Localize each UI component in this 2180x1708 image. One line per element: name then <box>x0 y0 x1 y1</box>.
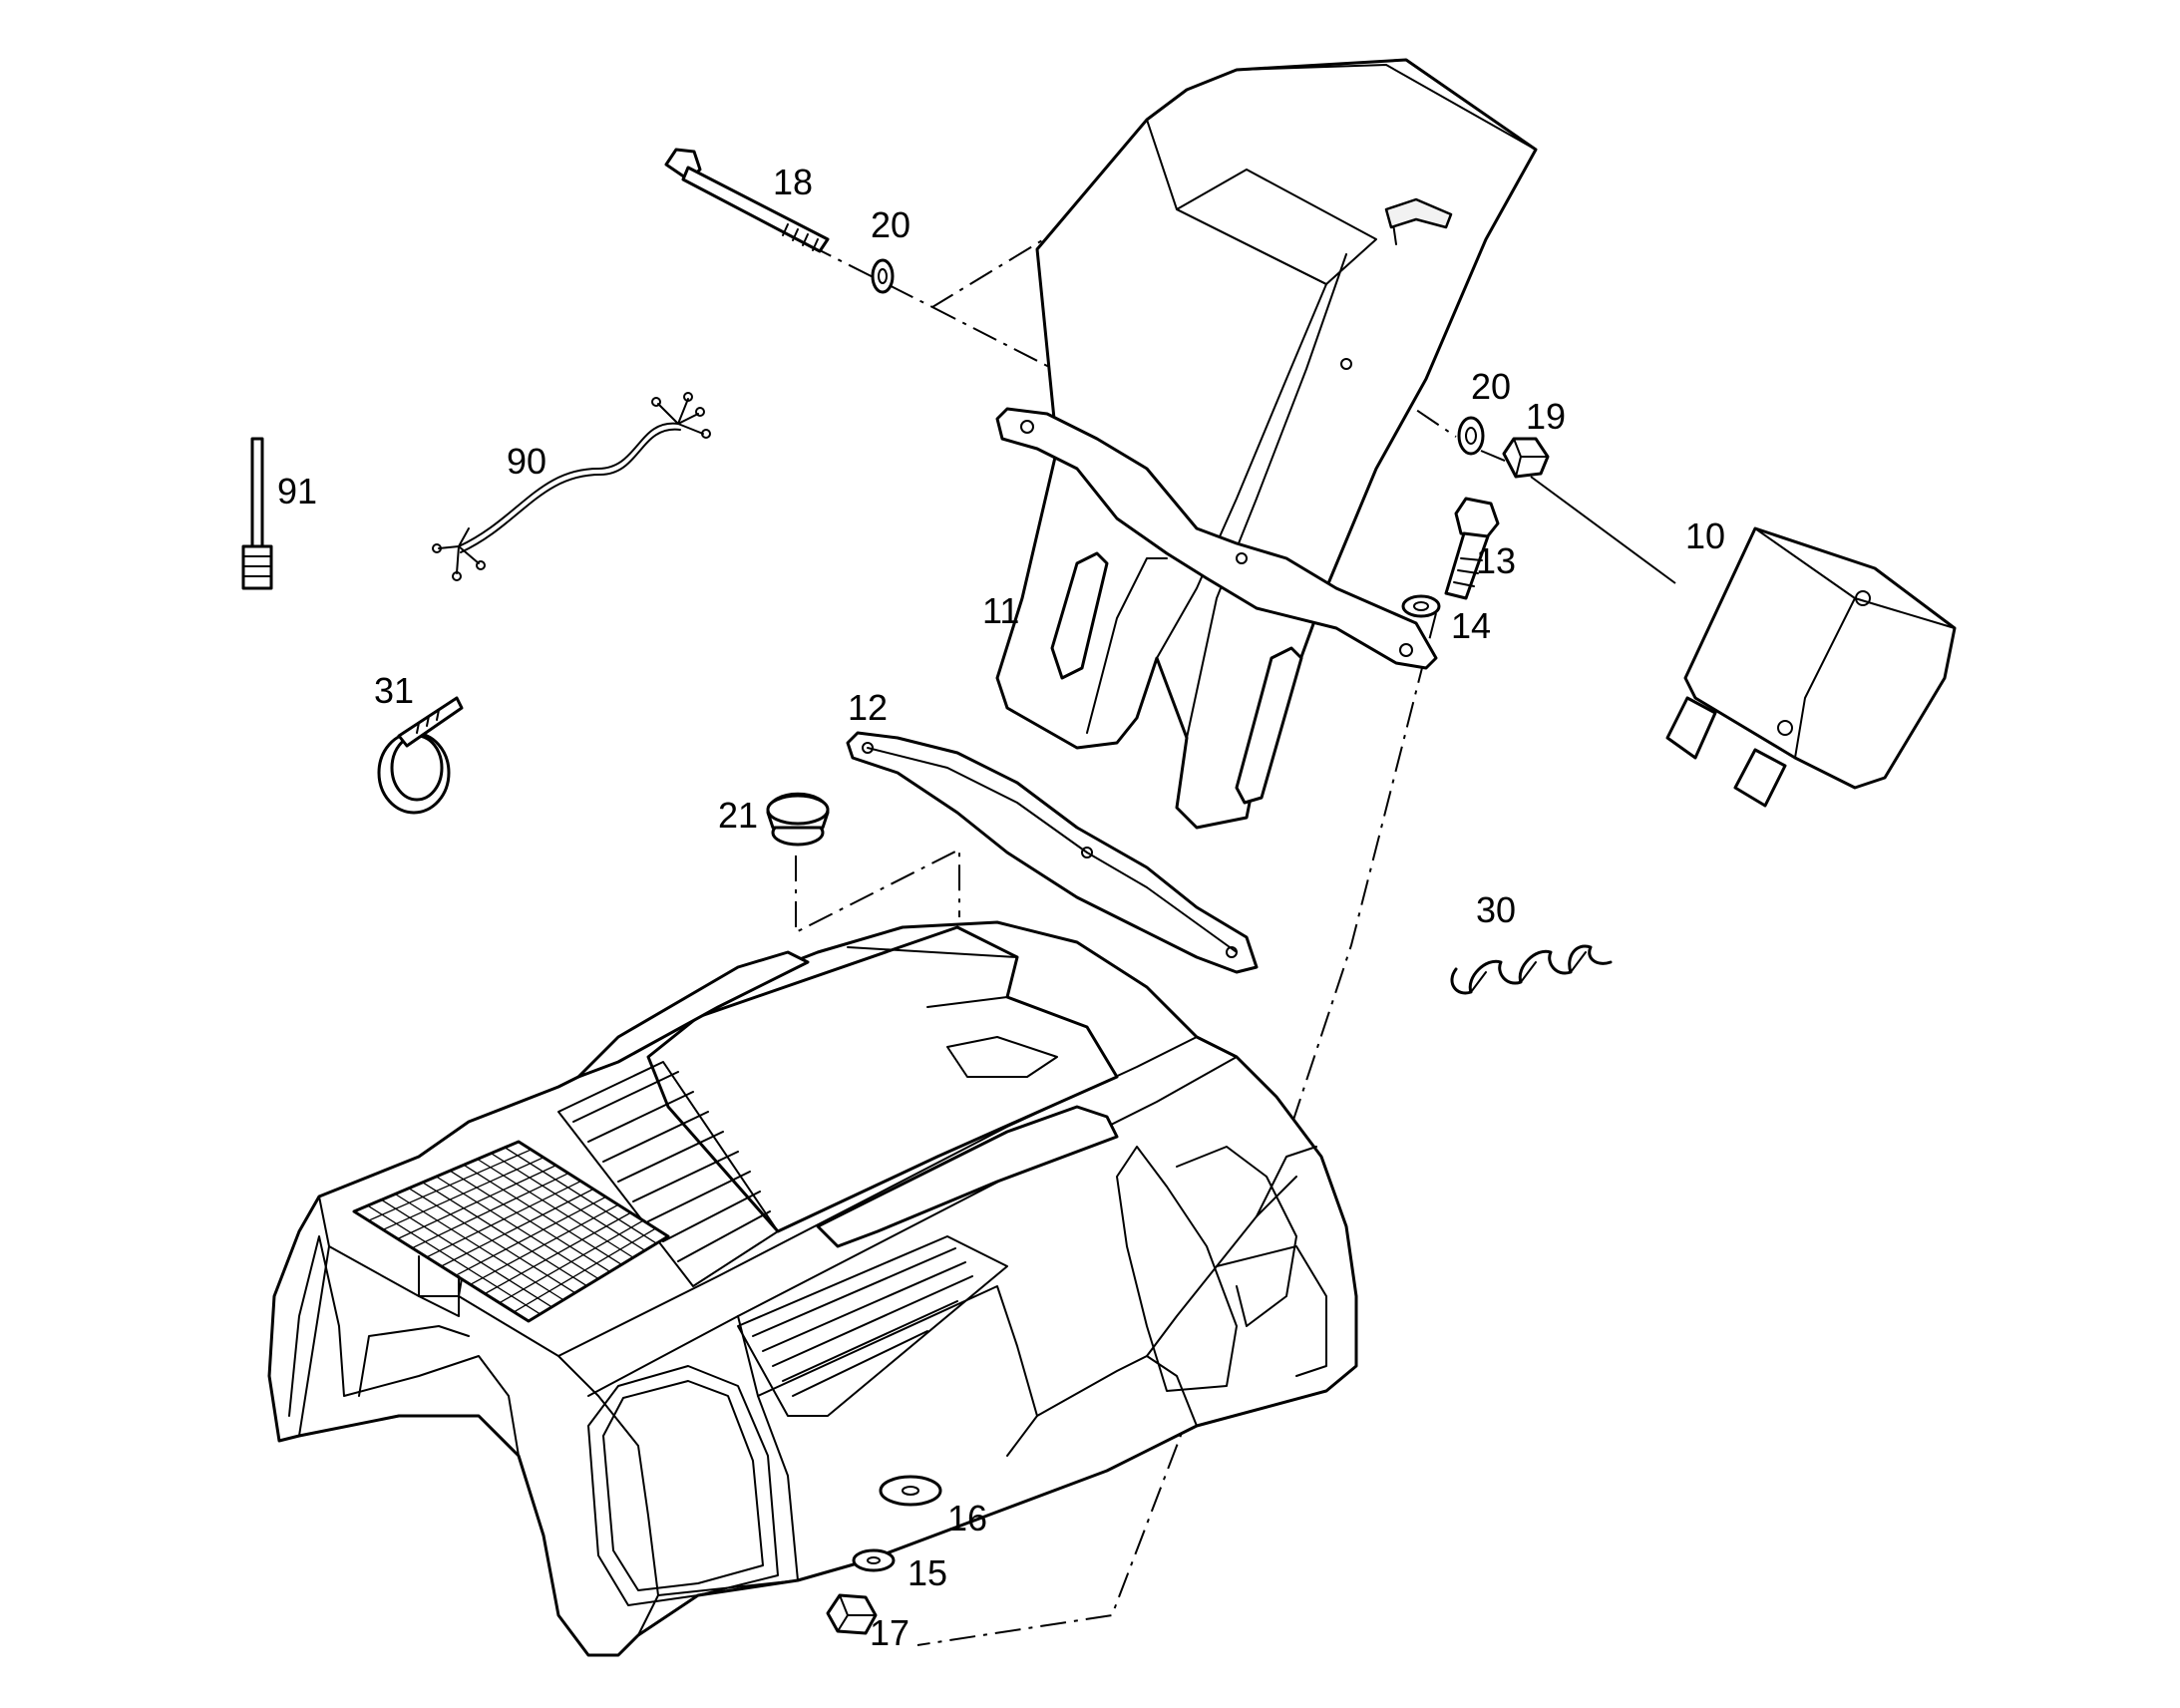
mesh-grille <box>352 1140 670 1323</box>
callout-31: 31 <box>374 670 414 711</box>
bolt-short <box>1444 497 1500 600</box>
relay-box <box>1665 526 1957 808</box>
mesh-line <box>504 1147 657 1244</box>
callout-21: 21 <box>718 795 758 836</box>
spring <box>1450 944 1613 995</box>
gasket-strip <box>846 731 1259 974</box>
hex-nut-lower <box>826 1593 878 1635</box>
callout-30: 30 <box>1476 889 1516 930</box>
callout-labels: 18 20 20 19 91 90 13 10 11 14 31 12 21 3… <box>277 162 1725 1653</box>
washer-upper <box>871 258 895 294</box>
hood-housing <box>267 920 1358 1657</box>
cable-tie <box>377 696 464 815</box>
long-bolt <box>664 148 830 253</box>
mesh-line <box>514 1227 656 1313</box>
callout-20-right: 20 <box>1471 366 1511 407</box>
callout-14: 14 <box>1451 605 1491 646</box>
washer-14 <box>1401 594 1441 618</box>
hex-nut-upper <box>1502 437 1550 479</box>
lower-louver <box>737 1235 1008 1417</box>
callout-13: 13 <box>1476 540 1516 581</box>
wire-harness <box>432 392 711 581</box>
callout-19: 19 <box>1526 396 1566 437</box>
washer-15 <box>852 1548 896 1572</box>
washer-right <box>1457 416 1485 456</box>
bracket-plate <box>995 407 1438 670</box>
stud-part <box>241 437 273 590</box>
callout-15: 15 <box>908 1552 947 1593</box>
callout-11: 11 <box>982 590 1019 631</box>
callout-91: 91 <box>277 471 317 512</box>
callout-10: 10 <box>1685 515 1725 556</box>
callout-20-upper: 20 <box>871 204 910 245</box>
plug-cap <box>766 792 830 847</box>
callout-90: 90 <box>507 441 546 482</box>
callout-17: 17 <box>870 1612 909 1653</box>
callout-12: 12 <box>848 687 888 728</box>
washer-16 <box>879 1475 942 1507</box>
callout-16: 16 <box>947 1498 987 1538</box>
support-fender <box>995 58 1538 830</box>
mesh-line <box>499 1219 644 1304</box>
callout-18: 18 <box>773 162 813 202</box>
